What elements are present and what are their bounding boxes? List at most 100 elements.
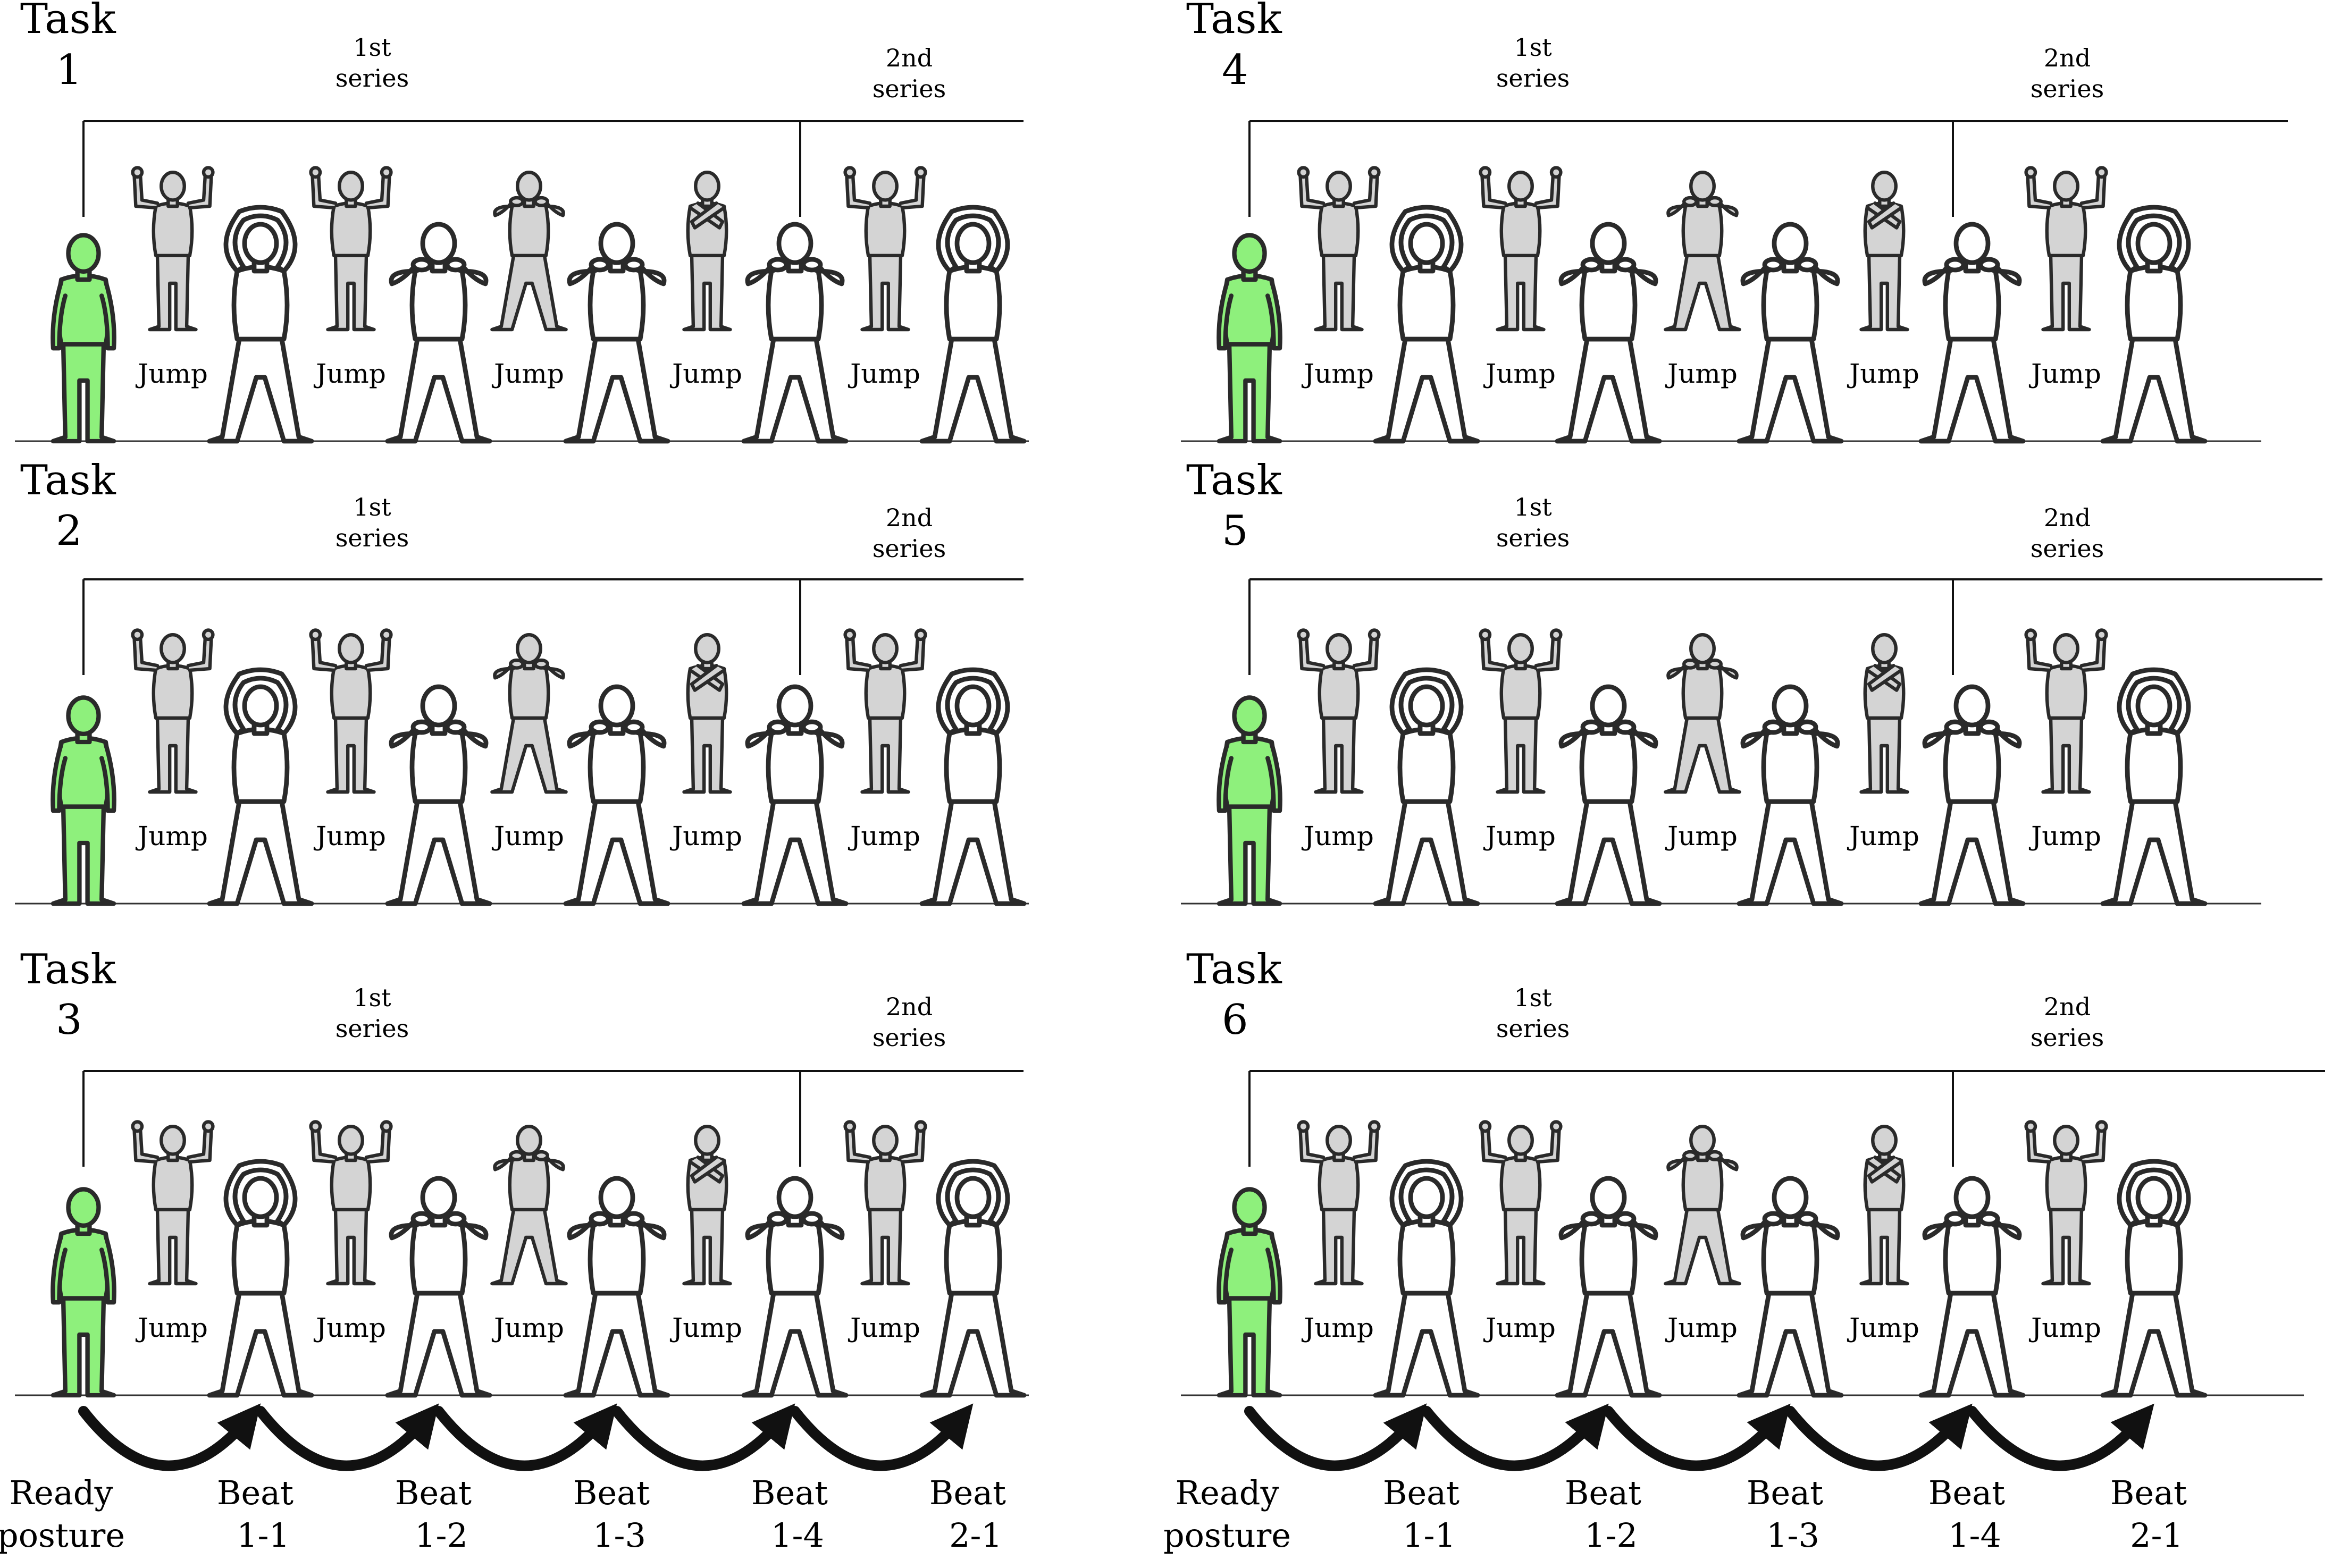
- task-number: 4: [1222, 46, 1248, 94]
- beat-label-line1: Beat: [2110, 1473, 2187, 1512]
- jump-figure-4: [1859, 633, 1909, 794]
- series-1-label: 1st: [353, 983, 391, 1012]
- jump-figure-5: [843, 1120, 927, 1286]
- jump-figure-5: [843, 628, 927, 794]
- series-2-label: 2nd: [2044, 44, 2091, 72]
- jump-figure-5: [2024, 166, 2108, 332]
- beat-arrow-4: [1785, 1403, 1973, 1471]
- beat-figure-1: [1373, 1159, 1480, 1398]
- jump-figure-3: [1664, 633, 1741, 794]
- jump-figure-1: [131, 166, 215, 332]
- jump-figure-4: [682, 1125, 732, 1286]
- beat-figure-5: [919, 1159, 1027, 1398]
- beat-label-line1: Beat: [395, 1473, 472, 1512]
- beat-label-line1: Ready: [9, 1473, 113, 1512]
- jump-label: Jump: [135, 821, 208, 852]
- beat-figure-3: [563, 684, 670, 906]
- task-title-word: Task: [20, 0, 116, 43]
- beat-figure-5: [2100, 1159, 2208, 1398]
- beat-arrow-5: [790, 1403, 974, 1471]
- jump-figure-2: [309, 166, 393, 332]
- beat-label-line2: 1-2: [415, 1516, 468, 1555]
- beat-arrow-4: [611, 1403, 795, 1471]
- jump-label: Jump: [313, 358, 386, 389]
- beat-figure-4: [1918, 222, 2026, 444]
- jump-label: Jump: [1301, 358, 1374, 389]
- beat-label-line1: Beat: [1928, 1473, 2005, 1512]
- jump-figure-1: [1297, 1120, 1381, 1286]
- beat-label-line1: Beat: [217, 1473, 293, 1512]
- beat-figure-4: [1918, 1176, 2026, 1398]
- beat-arrow-5: [1967, 1403, 2154, 1471]
- beat-figure-2: [385, 222, 492, 444]
- beat-arrow-2: [255, 1403, 439, 1471]
- jump-label: Jump: [1301, 1312, 1374, 1343]
- jump-label: Jump: [848, 358, 920, 389]
- beat-arrow-3: [433, 1403, 617, 1471]
- jump-figure-2: [1479, 628, 1563, 794]
- ready-posture-figure: [1217, 233, 1282, 444]
- task-number: 5: [1222, 507, 1248, 555]
- task-title-word: Task: [1186, 457, 1282, 504]
- jump-label: Jump: [491, 821, 564, 852]
- beat-figure-3: [563, 1176, 670, 1398]
- series-1-label: 1st: [1514, 33, 1552, 62]
- jump-label: Jump: [491, 358, 564, 389]
- beat-arrow-2: [1421, 1403, 1609, 1471]
- beat-figure-2: [1555, 684, 1662, 906]
- series-2-label: series: [873, 534, 946, 563]
- jump-figure-1: [131, 628, 215, 794]
- jump-label: Jump: [2028, 821, 2101, 852]
- jump-figure-2: [309, 628, 393, 794]
- jump-label: Jump: [1847, 1312, 1919, 1343]
- jump-label: Jump: [1665, 358, 1738, 389]
- beat-label-line2: 2-1: [949, 1516, 1002, 1555]
- jump-label: Jump: [135, 1312, 208, 1343]
- task-number: 6: [1222, 996, 1248, 1044]
- series-2-label: 2nd: [2044, 992, 2091, 1021]
- jump-figure-4: [682, 633, 732, 794]
- jump-label: Jump: [2028, 358, 2101, 389]
- jump-figure-1: [1297, 628, 1381, 794]
- beat-figure-2: [1555, 222, 1662, 444]
- beat-figure-4: [741, 1176, 849, 1398]
- jump-figure-4: [682, 171, 732, 332]
- series-1-label: 1st: [1514, 493, 1552, 521]
- jump-label: Jump: [848, 821, 920, 852]
- series-2-label: series: [2031, 74, 2104, 103]
- jump-figure-2: [309, 1120, 393, 1286]
- series-2-label: series: [873, 74, 946, 103]
- jump-label: Jump: [669, 821, 742, 852]
- beat-figure-5: [2100, 667, 2208, 906]
- ready-posture-figure: [1217, 695, 1282, 906]
- beat-figure-1: [207, 667, 314, 906]
- jump-figure-1: [131, 1120, 215, 1286]
- ready-posture-figure: [1217, 1187, 1282, 1398]
- jump-label: Jump: [135, 358, 208, 389]
- jump-figure-2: [1479, 1120, 1563, 1286]
- jump-figure-4: [1859, 1125, 1909, 1286]
- series-1-label: series: [1496, 64, 1570, 92]
- jump-figure-1: [1297, 166, 1381, 332]
- beat-figure-1: [207, 1159, 314, 1398]
- beat-figure-1: [207, 205, 314, 444]
- jump-figure-3: [490, 171, 568, 332]
- series-1-label: 1st: [353, 33, 391, 62]
- jump-figure-3: [1664, 171, 1741, 332]
- series-1-label: series: [1496, 524, 1570, 552]
- jump-figure-3: [490, 1125, 568, 1286]
- jump-figure-3: [1664, 1125, 1741, 1286]
- beat-label-line2: 2-1: [2130, 1516, 2183, 1555]
- jump-label: Jump: [1483, 358, 1556, 389]
- beat-label-line2: posture: [1163, 1516, 1291, 1555]
- beat-label-line2: 1-4: [771, 1516, 824, 1555]
- jump-figure-5: [2024, 628, 2108, 794]
- beat-label-line1: Beat: [1747, 1473, 1823, 1512]
- beat-figure-3: [1737, 222, 1844, 444]
